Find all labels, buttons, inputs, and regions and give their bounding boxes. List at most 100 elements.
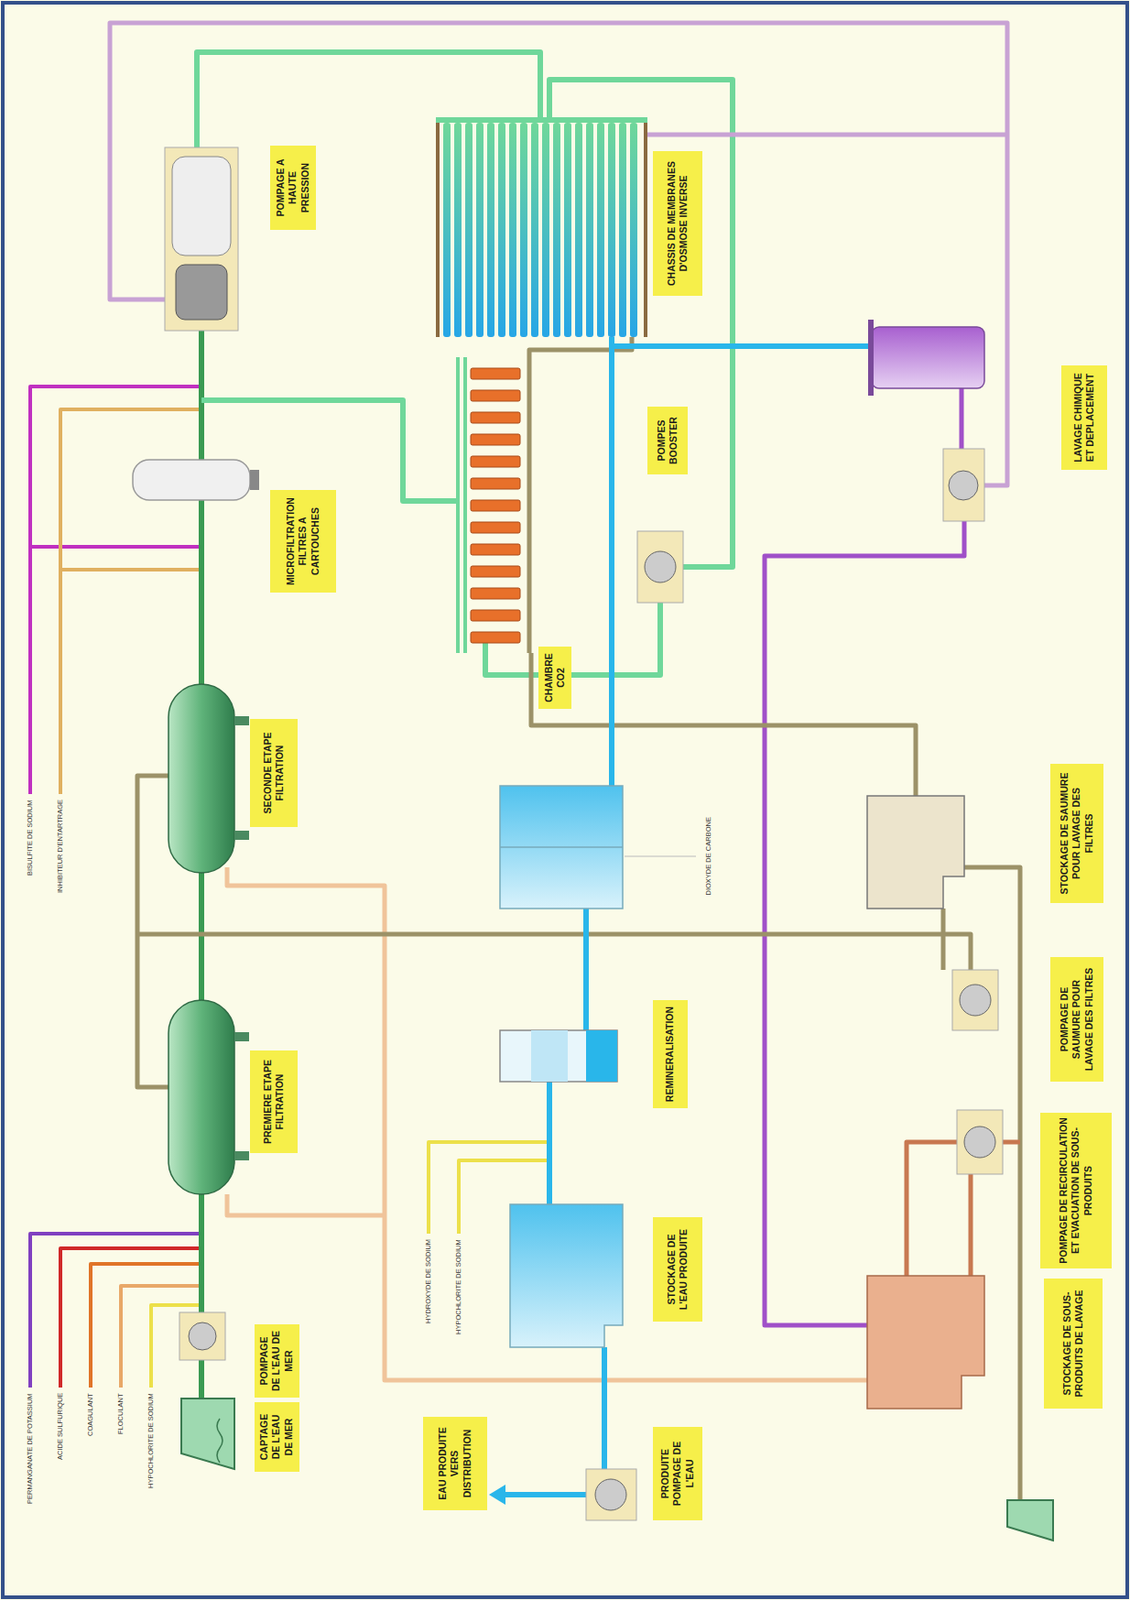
pipes: [137, 336, 1021, 1500]
equipment-label: PRODUITE POMPAGE DE L'EAU: [652, 1426, 703, 1521]
tanks: [867, 1275, 985, 1409]
chemical-label: HYPOCHLORITE DE SODIUM: [455, 1237, 464, 1337]
membrane-chassis: [509, 122, 517, 337]
filter-tanks: [249, 469, 260, 490]
equipment-label: LAVAGE CHIMIQUE ET DEPLACEMENT: [1061, 365, 1108, 470]
membrane-chassis: [575, 122, 583, 337]
filter-tanks: [168, 999, 235, 1195]
pumps: [637, 531, 684, 603]
energy-recovery: [470, 456, 521, 468]
label-text-holder: POMPAGE A HAUTE PRESSION: [274, 150, 311, 226]
pumps: [586, 1468, 637, 1521]
equipment-label: CHASSIS DE MEMBRANES D'OSMOSE INVERSE: [652, 151, 703, 296]
energy-recovery: [470, 609, 521, 621]
pumps: [952, 969, 999, 1031]
label-text-holder: CAPTAGE DE L'EAU DE MER: [258, 1406, 294, 1467]
equipment-label: CHAMBRE CO2: [538, 646, 572, 709]
label-text-holder: SECONDE ETAPE FILTRATION: [261, 723, 286, 823]
equipment-name: LAVAGE CHIMIQUE ET DEPLACEMENT: [1072, 369, 1097, 466]
pumps: [595, 1478, 627, 1511]
membrane-chassis: [597, 122, 605, 337]
equipment-label: POMPAGE DE RECIRCULATION ET EVACUATION D…: [1040, 1112, 1112, 1269]
energy-recovery: [457, 357, 466, 653]
chemical-label: HYDROXYDE DE SODIUM: [424, 1237, 434, 1326]
label-text-holder: POMPAGE DE L'EAU DE MER: [258, 1328, 294, 1393]
energy-recovery: [470, 434, 521, 446]
energy-recovery: [470, 478, 521, 489]
intake: [181, 1398, 235, 1469]
pipes: [624, 856, 696, 858]
pumps: [172, 156, 231, 256]
equipment-name: MICROFILTRATION FILTRES A CARTOUCHES: [284, 494, 321, 588]
equipment-name: CHASSIS DE MEMBRANES D'OSMOSE INVERSE: [665, 155, 690, 292]
equipment-label: MICROFILTRATION FILTRES A CARTOUCHES: [270, 489, 337, 593]
tanks: [531, 1030, 568, 1082]
intake: [1007, 1499, 1054, 1541]
equipment-name: STOCKAGE DE SOUS-PRODUITS DE LAVAGE: [1061, 1282, 1086, 1404]
equipment-name: STOCKAGE DE SAUMURE POUR LAVAGE DES FILT…: [1058, 768, 1095, 899]
equipment-name: REMINERALISATION: [663, 1004, 676, 1104]
equipment-name: EAU PRODUITE VERS DISTRIBUTION: [436, 1421, 473, 1506]
pumps: [179, 1312, 226, 1360]
chemical-label: COAGULANT: [86, 1390, 96, 1438]
tanks: [586, 1030, 618, 1082]
equipment-name: PREMIERE ETAPE FILTRATION: [261, 1054, 286, 1149]
pipes: [764, 388, 965, 1326]
membrane-chassis: [619, 122, 627, 337]
membrane-chassis: [443, 122, 451, 337]
tanks: [871, 326, 985, 389]
equipment-label: POMPAGE A HAUTE PRESSION: [270, 145, 316, 230]
pumps: [188, 1322, 217, 1350]
membrane-chassis: [553, 122, 561, 337]
equipment-label: EAU PRODUITE VERS DISTRIBUTION: [423, 1416, 488, 1511]
membrane-chassis: [435, 122, 440, 337]
membrane-chassis: [454, 122, 462, 337]
tanks: [867, 795, 965, 909]
equipment-label: POMPAGE DE L'EAU DE MER: [254, 1324, 300, 1398]
energy-recovery: [470, 412, 521, 424]
tanks: [510, 1204, 623, 1348]
membrane-chassis: [531, 122, 539, 337]
equipment-name: CHAMBRE CO2: [543, 651, 567, 705]
filter-tanks: [234, 830, 250, 840]
filter-tanks: [132, 459, 250, 500]
equipment-name: CAPTAGE DE L'EAU DE MER: [258, 1406, 294, 1467]
pumps: [164, 147, 239, 331]
filter-tanks: [234, 1151, 250, 1161]
membrane-chassis: [643, 122, 648, 337]
membrane-chassis: [520, 122, 528, 337]
membrane-chassis: [608, 122, 616, 337]
tanks: [499, 1030, 618, 1082]
equipment-name: PRODUITE POMPAGE DE L'EAU: [659, 1431, 696, 1516]
pumps: [964, 1126, 996, 1158]
pipes: [488, 1484, 506, 1505]
chemical-label: BISULFITE DE SODIUM: [26, 797, 35, 878]
label-text-holder: POMPAGE DE RECIRCULATION ET EVACUATION D…: [1057, 1117, 1094, 1264]
pumps: [959, 984, 991, 1016]
equipment-label: POMPES BOOSTER: [647, 406, 688, 475]
chemical-label: DIOXYDE DE CARBONE: [705, 814, 714, 897]
label-text-holder: REMINERALISATION: [663, 1004, 676, 1104]
pipes: [196, 52, 733, 675]
equipment-label: PREMIERE ETAPE FILTRATION: [249, 1050, 298, 1153]
energy-recovery: [470, 390, 521, 402]
equipment-label: STOCKAGE DE SOUS-PRODUITS DE LAVAGE: [1043, 1278, 1103, 1409]
equipment-name: STOCKAGE DE L'EAU PRODUITE: [665, 1221, 690, 1317]
membrane-chassis: [435, 117, 648, 123]
pumps: [164, 147, 1003, 1521]
intake: [217, 1418, 223, 1463]
pumps: [948, 470, 978, 500]
equipment-name: POMPAGE DE SAUMURE POUR LAVAGE DES FILTR…: [1058, 961, 1095, 1077]
filter-tanks: [234, 716, 250, 726]
tanks: [499, 319, 985, 1409]
chemical-label: INHIBITEUR D'ENTARTRAGE: [56, 797, 66, 895]
equipment-label: SECONDE ETAPE FILTRATION: [249, 718, 298, 827]
chemical-label: HYPOCHLORITE DE SODIUM: [147, 1390, 156, 1490]
label-text-holder: CHAMBRE CO2: [543, 651, 567, 705]
pumps: [175, 264, 228, 320]
energy-recovery: [470, 368, 521, 380]
pumps: [943, 448, 985, 522]
energy-recovery: [527, 357, 533, 653]
equipment-label: REMINERALISATION: [652, 999, 688, 1109]
